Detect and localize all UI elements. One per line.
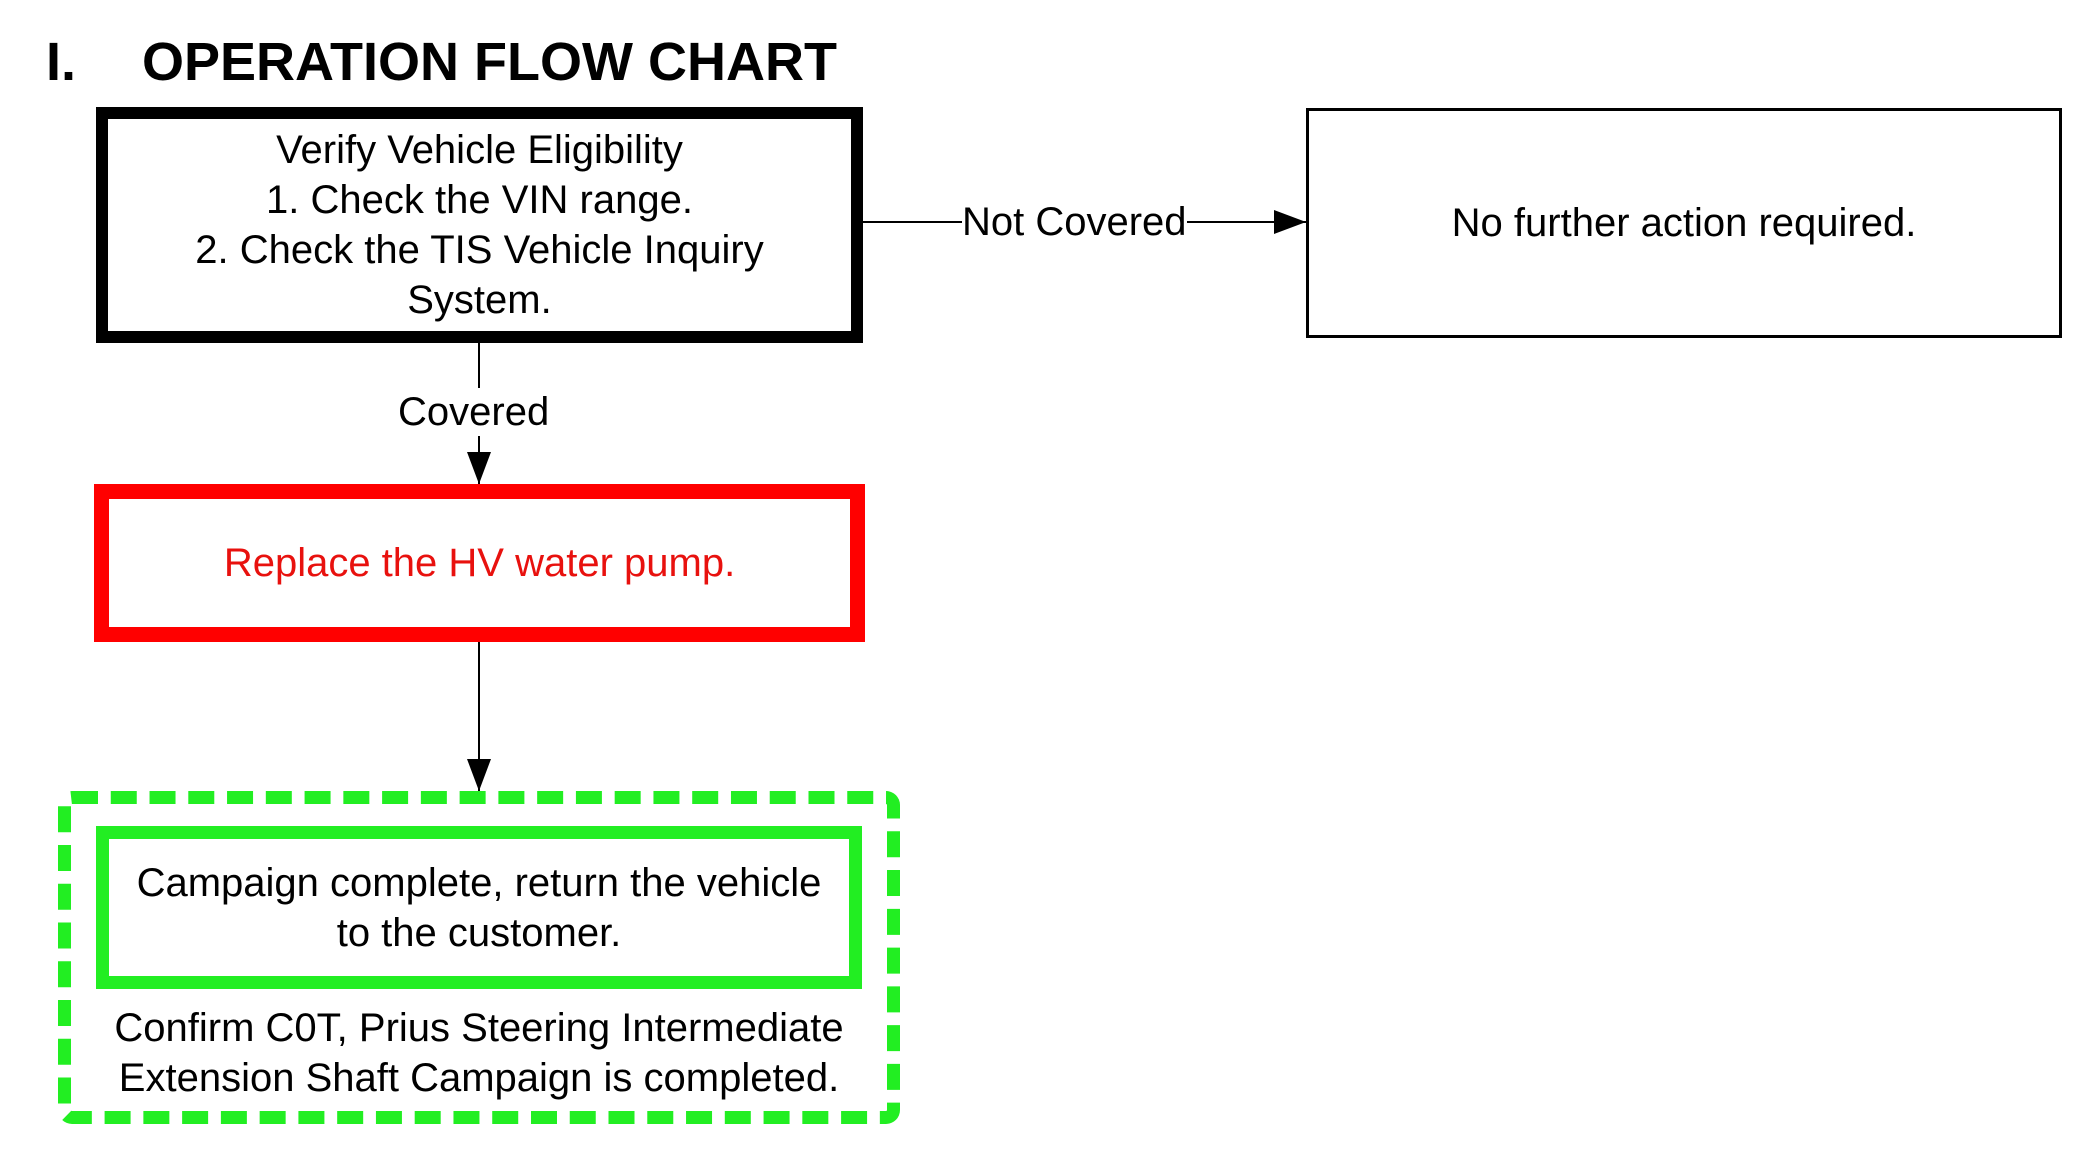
- not-covered-label: Not Covered: [962, 198, 1187, 246]
- complete-line-1: Campaign complete, return the vehicle: [136, 860, 822, 905]
- arrowhead-down-icon: [467, 759, 491, 791]
- replace-water-pump-box: Replace the HV water pump.: [94, 484, 865, 642]
- complete-line-2: to the customer.: [336, 910, 622, 955]
- campaign-complete-box: Campaign complete, return the vehicle to…: [96, 826, 862, 989]
- completion-group: [58, 791, 900, 1124]
- connector-replace-to-complete: [467, 642, 491, 791]
- verify-line-2: 1. Check the VIN range.: [266, 178, 693, 222]
- verify-eligibility-box: Verify Vehicle Eligibility 1. Check the …: [96, 107, 863, 343]
- no-further-action-box: No further action required.: [1306, 108, 2062, 338]
- page-title: I. OPERATION FLOW CHART: [46, 30, 837, 94]
- arrowhead-right-icon: [1274, 210, 1306, 234]
- verify-line-1: Verify Vehicle Eligibility: [276, 128, 683, 172]
- covered-label: Covered: [398, 388, 550, 436]
- verify-line-3: 2. Check the TIS Vehicle Inquiry: [195, 228, 764, 272]
- arrowhead-down-icon: [467, 452, 491, 484]
- section-title: OPERATION FLOW CHART: [142, 32, 837, 92]
- confirm-line-2: Extension Shaft Campaign is completed.: [118, 1056, 840, 1100]
- confirm-line-1: Confirm C0T, Prius Steering Intermediate: [114, 1006, 844, 1050]
- confirm-campaign-note: Confirm C0T, Prius Steering Intermediate…: [86, 1003, 872, 1103]
- section-number: I.: [46, 32, 77, 92]
- no-action-text: No further action required.: [1451, 201, 1917, 245]
- replace-text: Replace the HV water pump.: [223, 541, 736, 585]
- verify-line-4: System.: [407, 278, 552, 322]
